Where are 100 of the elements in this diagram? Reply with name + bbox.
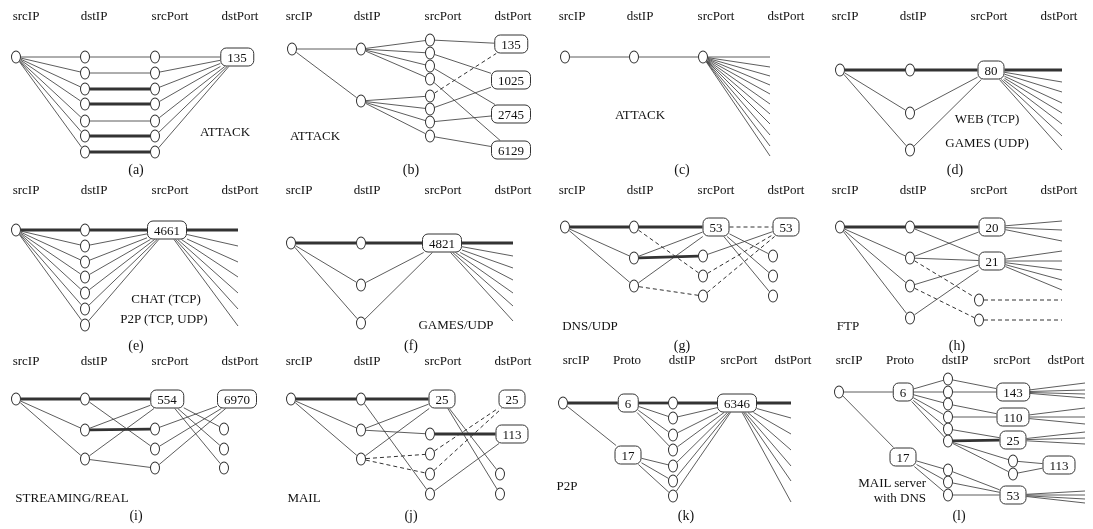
connector-line: [729, 233, 769, 254]
traffic-class-label: WEB (TCP): [954, 111, 1020, 127]
connector-line: [90, 134, 150, 138]
connector-line: [295, 51, 358, 99]
connector-line: [1004, 73, 1063, 93]
connector-line: [636, 412, 670, 447]
connector-line: [914, 264, 979, 285]
connector-line: [845, 68, 905, 72]
connector-line: [19, 60, 82, 118]
column-heading: dstIP: [899, 8, 927, 24]
node-circle: [356, 392, 366, 406]
column-heading: srcPort: [424, 182, 462, 198]
connector-line: [365, 40, 426, 49]
connector-line: [676, 412, 730, 477]
column-heading: srcPort: [424, 353, 462, 369]
port-value-node: 6: [617, 393, 639, 413]
column-heading: dstPort: [494, 353, 532, 369]
node-circle: [768, 289, 778, 303]
connector-line: [294, 402, 358, 456]
connector-line: [678, 401, 717, 405]
port-value-node: 17: [614, 445, 642, 465]
node-circle: [150, 97, 160, 111]
connector-line: [461, 246, 514, 257]
connector-line: [365, 101, 426, 109]
node-circle: [425, 72, 435, 86]
connector-line: [448, 408, 497, 470]
connector-line: [638, 464, 670, 493]
column-heading: dstIP: [353, 182, 381, 198]
connector-line: [296, 48, 357, 50]
connector-line: [707, 59, 771, 105]
connector-line: [1029, 393, 1086, 399]
connector-line: [434, 136, 492, 147]
connector-line: [1005, 229, 1063, 242]
connector-line: [916, 460, 944, 469]
node-circle: [286, 236, 296, 250]
connector-line: [1026, 437, 1086, 440]
connector-line: [913, 466, 945, 492]
port-value-node: 80: [977, 60, 1005, 80]
connector-line: [159, 405, 218, 428]
column-heading: Proto: [885, 352, 915, 368]
node-circle: [150, 114, 160, 128]
connector-line: [1005, 262, 1063, 271]
connector-line: [914, 287, 975, 319]
node-circle: [80, 114, 90, 128]
node-circle: [150, 442, 160, 456]
connector-line: [90, 102, 150, 106]
node-circle: [80, 145, 90, 159]
port-value-node: 135: [220, 47, 254, 67]
connector-line: [952, 429, 1000, 439]
connector-line: [916, 464, 944, 480]
connector-line: [1005, 227, 1063, 231]
connector-line: [88, 239, 155, 291]
node-circle: [219, 461, 229, 475]
traffic-class-label: ATTACK: [289, 128, 341, 144]
connector-line: [677, 407, 718, 418]
connector-line: [89, 237, 148, 261]
connector-line: [638, 56, 699, 58]
connector-line: [435, 432, 496, 436]
connector-line: [158, 66, 230, 149]
connector-line: [90, 397, 151, 401]
column-heading: srcIP: [285, 182, 313, 198]
connector-line: [726, 236, 770, 273]
column-heading: srcIP: [835, 352, 863, 368]
node-circle: [80, 255, 90, 269]
connector-line: [365, 103, 426, 134]
column-heading: srcPort: [151, 182, 189, 198]
node-circle: [943, 488, 953, 502]
connector-line: [1005, 264, 1063, 281]
node-circle: [80, 286, 90, 300]
node-circle: [356, 452, 366, 466]
node-circle: [629, 251, 639, 265]
node-circle: [356, 423, 366, 437]
connector-line: [842, 395, 894, 448]
connector-line: [20, 232, 81, 275]
connector-line: [365, 252, 425, 283]
node-circle: [629, 220, 639, 234]
node-circle: [943, 434, 953, 448]
node-circle: [425, 102, 435, 116]
column-heading: dstPort: [221, 8, 259, 24]
connector-line: [1005, 250, 1063, 260]
connector-line: [914, 270, 979, 316]
connector-line: [20, 59, 81, 102]
connector-line: [915, 68, 978, 72]
node-circle: [698, 249, 708, 263]
connector-line: [20, 56, 81, 58]
node-circle: [425, 46, 435, 60]
connector-line: [1026, 490, 1086, 495]
connector-line: [88, 239, 160, 322]
connector-line: [677, 412, 725, 448]
column-heading: srcPort: [970, 8, 1008, 24]
connector-line: [707, 56, 771, 58]
connector-line: [637, 409, 669, 433]
connector-line: [638, 286, 699, 296]
port-value-node: 6346: [717, 393, 757, 413]
traffic-class-label: DNS/UDP: [562, 318, 618, 334]
node-circle: [905, 63, 915, 77]
node-circle: [560, 220, 570, 234]
connector-line: [1029, 392, 1086, 395]
connector-line: [953, 438, 1000, 443]
connector-line: [637, 229, 700, 274]
